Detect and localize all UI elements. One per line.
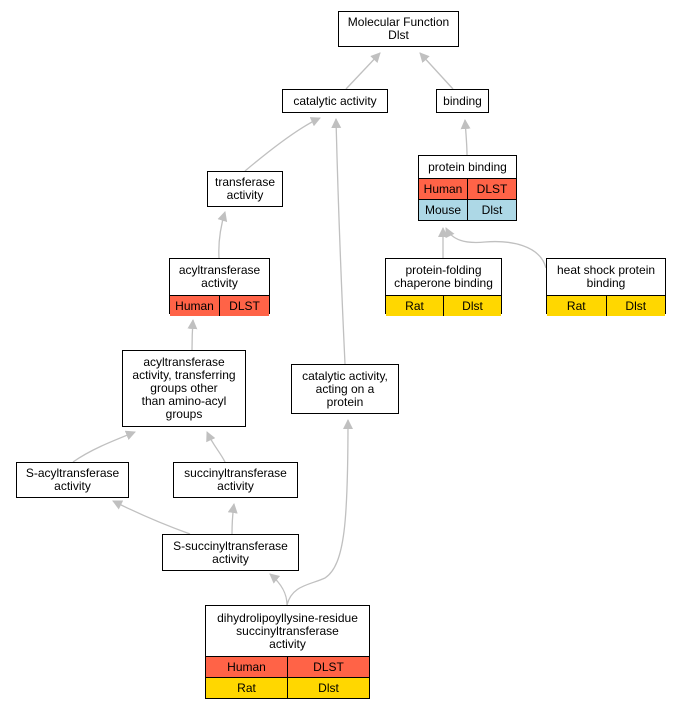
node-label: S-acyltransferase activity bbox=[25, 466, 120, 493]
node-label: dihydrolipoyllysine-residue succinyltran… bbox=[217, 610, 358, 651]
node-label: Molecular Function Dlst bbox=[347, 15, 450, 42]
species-cell: Rat bbox=[547, 296, 606, 316]
node-label: acyltransferase activity, transferring g… bbox=[132, 355, 236, 421]
node-catalytic[interactable]: catalytic activity bbox=[282, 89, 388, 113]
edge-s_succinyl-to-succinyl bbox=[227, 503, 238, 535]
species-cell: Rat bbox=[206, 678, 287, 698]
node-s-acyl[interactable]: S-acyltransferase activity bbox=[16, 462, 129, 498]
node-mf[interactable]: Molecular Function Dlst bbox=[338, 11, 459, 47]
species-cell: Rat bbox=[386, 296, 443, 316]
node-label: acyltransferase activity bbox=[178, 263, 261, 290]
gene-cell: Dlst bbox=[443, 296, 501, 316]
species-cell: Human bbox=[206, 657, 287, 677]
edge-hsp-to-protein_binding bbox=[445, 227, 547, 269]
edge-dihydro-to-cat_protein bbox=[286, 419, 353, 606]
gene-cell: DLST bbox=[219, 296, 269, 316]
species-cell: Human bbox=[170, 296, 219, 316]
edge-dihydro-to-s_succinyl bbox=[269, 573, 288, 606]
node-label: protein binding bbox=[428, 159, 507, 174]
edge-s_acyl-to-acyl_other bbox=[72, 430, 136, 463]
node-transferase[interactable]: transferase activity bbox=[207, 171, 283, 207]
node-label: catalytic activity bbox=[293, 93, 377, 108]
node-cat-protein[interactable]: catalytic activity, acting on a protein bbox=[291, 364, 399, 414]
edge-protein_binding-to-binding bbox=[460, 119, 471, 156]
species-cell: Mouse bbox=[419, 200, 467, 220]
node-binding[interactable]: binding bbox=[436, 89, 489, 113]
gene-cell: Dlst bbox=[467, 200, 516, 220]
edge-transferase-to-catalytic bbox=[244, 117, 321, 172]
edge-acyltransferase-to-transferase bbox=[217, 211, 228, 259]
edge-catalytic-to-mf bbox=[345, 52, 381, 90]
edge-acyl_other-to-acyltransferase bbox=[187, 319, 198, 351]
gene-cell: Dlst bbox=[605, 296, 665, 316]
node-acyl-other[interactable]: acyltransferase activity, transferring g… bbox=[122, 350, 246, 427]
edge-binding-to-mf bbox=[419, 52, 454, 90]
node-label: succinyltransferase activity bbox=[184, 466, 287, 493]
edge-succinyl-to-acyl_other bbox=[206, 431, 226, 463]
node-dihydro[interactable]: dihydrolipoyllysine-residue succinyltran… bbox=[205, 605, 370, 699]
node-label: binding bbox=[443, 93, 482, 108]
species-cell: Human bbox=[419, 179, 467, 199]
node-label: heat shock protein binding bbox=[556, 263, 656, 290]
node-label: protein-folding chaperone binding bbox=[394, 263, 493, 290]
node-label: catalytic activity, acting on a protein bbox=[302, 368, 388, 409]
gene-cell: DLST bbox=[287, 657, 369, 677]
edge-s_succinyl-to-s_acyl bbox=[112, 500, 191, 535]
edge-cat_protein-to-catalytic bbox=[331, 118, 346, 365]
gene-cell: Dlst bbox=[287, 678, 369, 698]
node-succinyl[interactable]: succinyltransferase activity bbox=[173, 462, 298, 498]
node-label: S-succinyltransferase activity bbox=[173, 538, 288, 566]
node-label: transferase activity bbox=[214, 175, 276, 202]
gene-cell: DLST bbox=[467, 179, 516, 199]
node-s-succinyl[interactable]: S-succinyltransferase activity bbox=[162, 534, 299, 571]
